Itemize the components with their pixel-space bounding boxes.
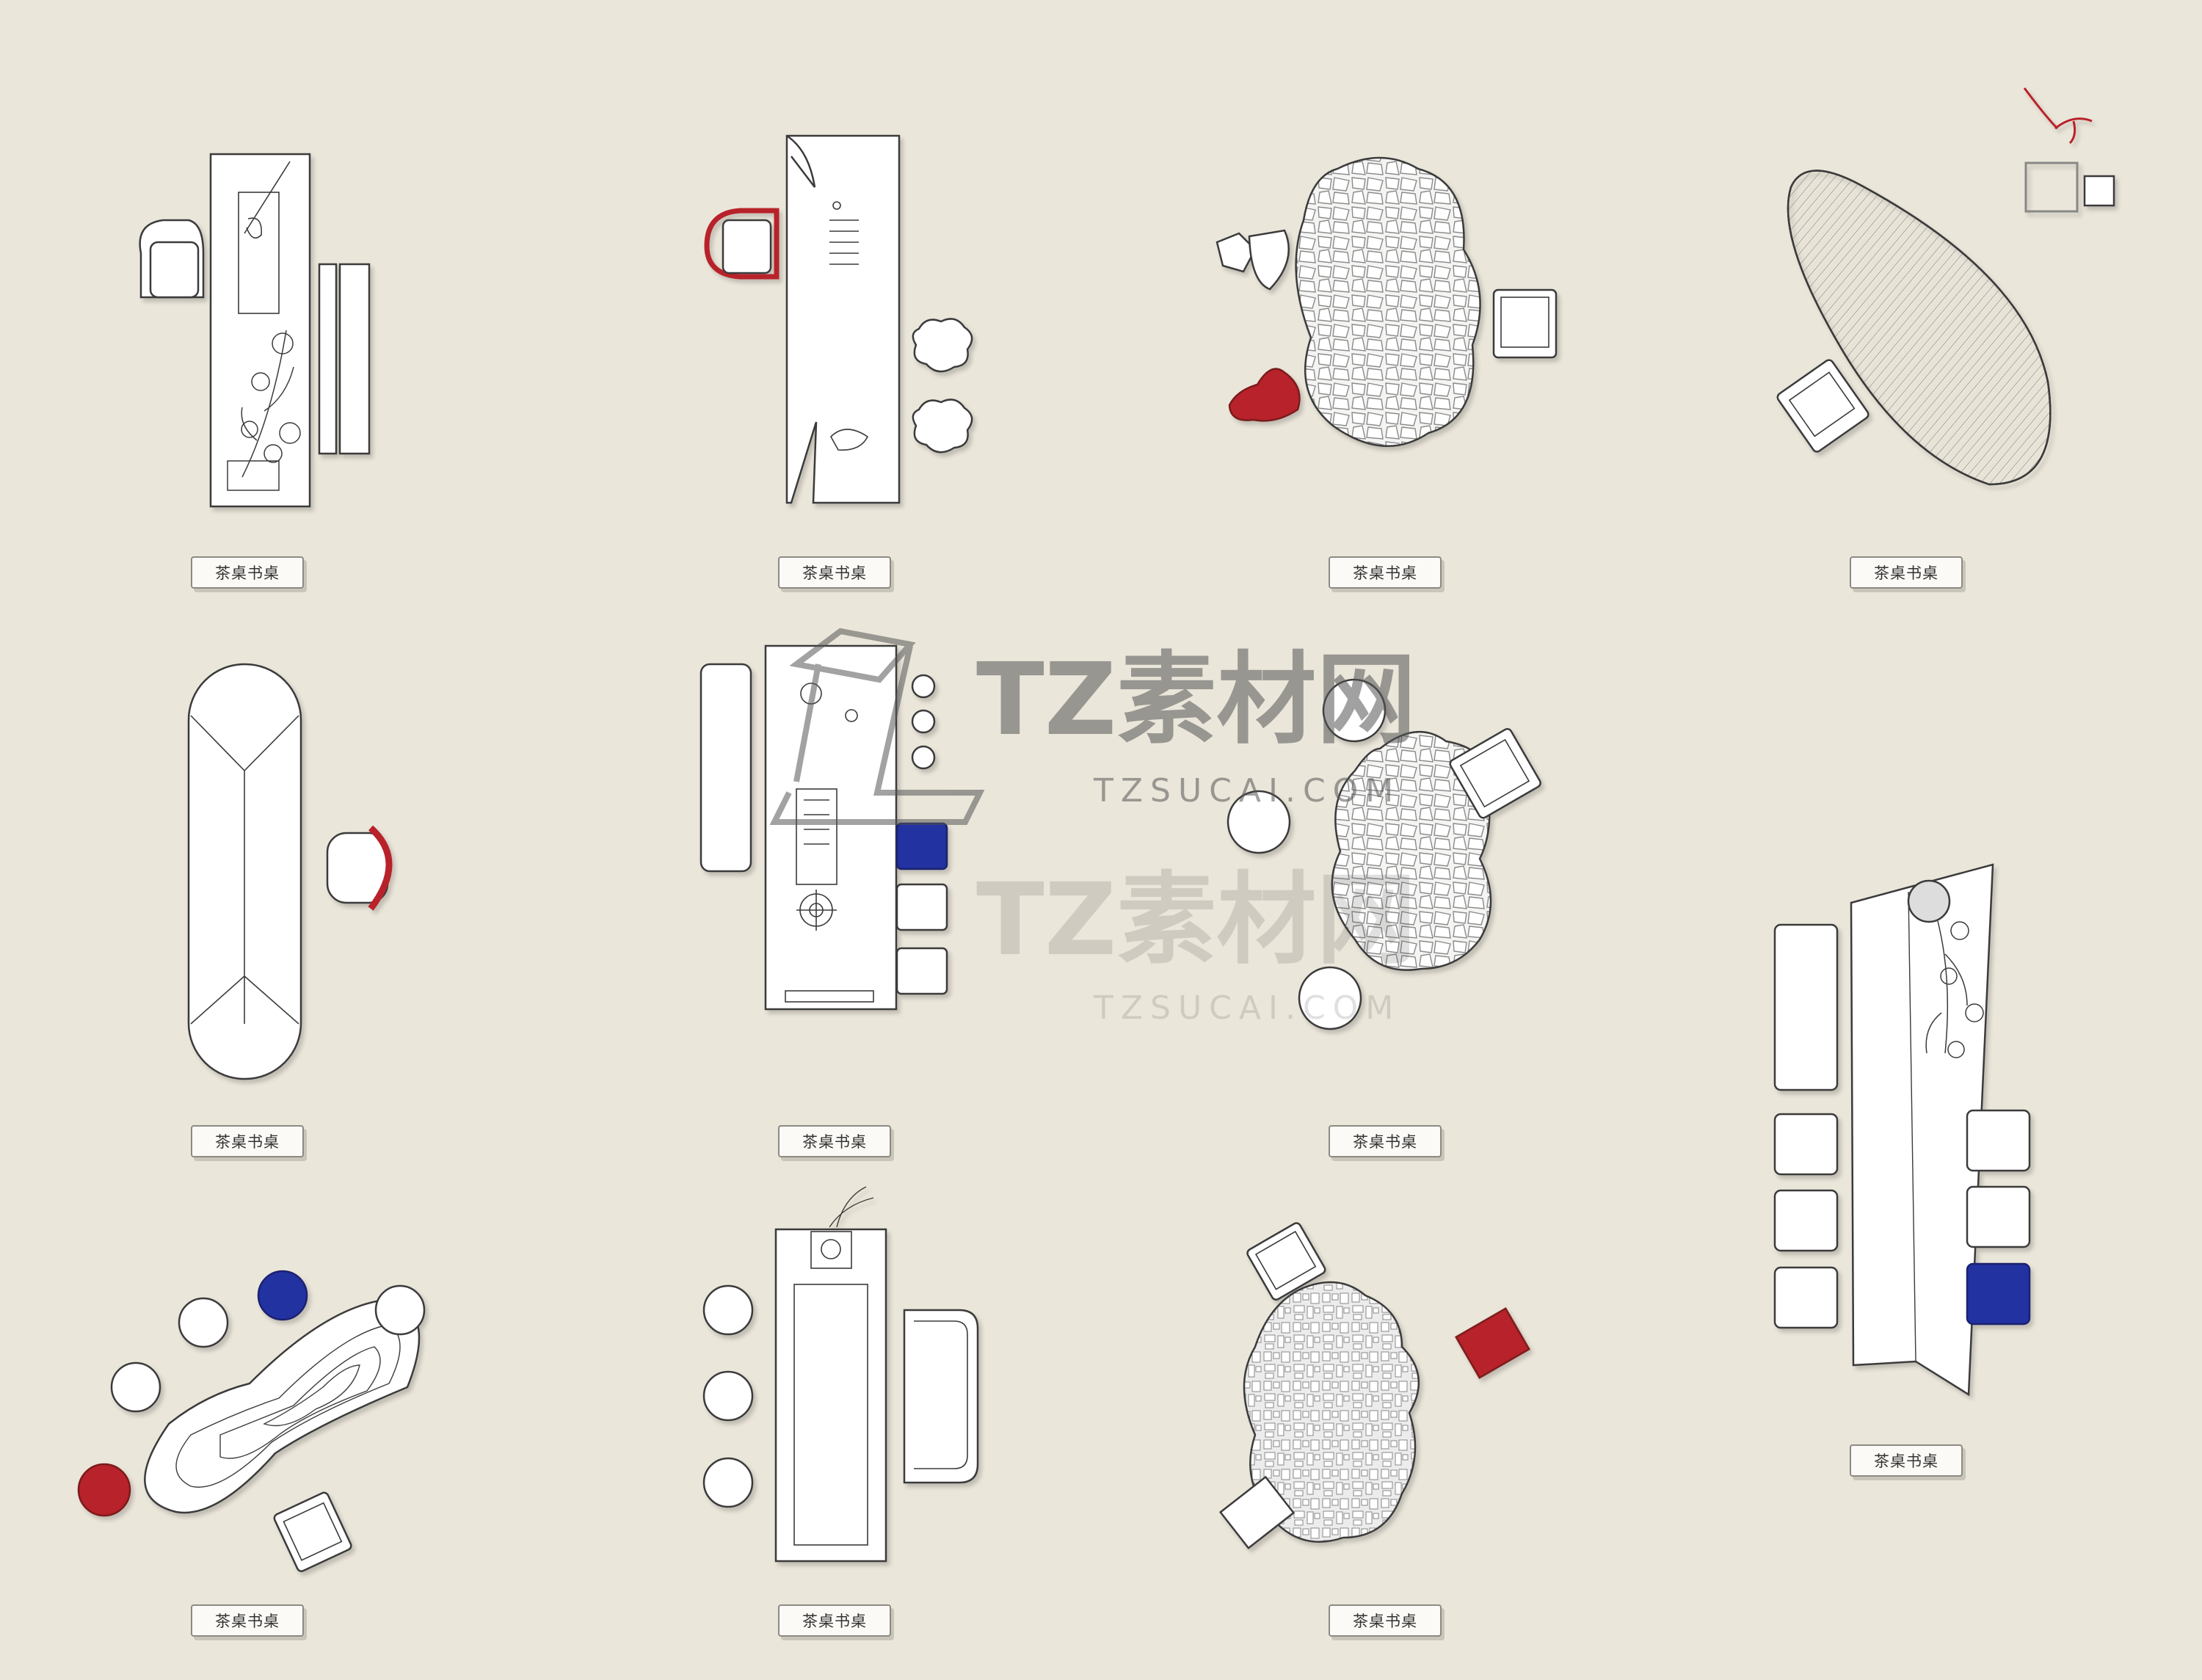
plan-tea-desk bbox=[700, 644, 948, 1011]
watermark-cn: TZ素材网 bbox=[976, 642, 1416, 758]
label-6: 茶桌书桌 bbox=[778, 1125, 891, 1157]
plan-city-table bbox=[1218, 1222, 1530, 1550]
label-9: 茶桌书桌 bbox=[191, 1604, 304, 1637]
plant-illustration-2 bbox=[1925, 920, 1984, 1058]
plan-long-desk bbox=[702, 1186, 979, 1563]
label-1: 茶桌书桌 bbox=[191, 556, 304, 589]
label-3: 茶桌书桌 bbox=[1329, 556, 1442, 589]
plan-stone-table-2 bbox=[1227, 678, 1541, 1030]
label-8: 茶桌书桌 bbox=[1850, 1444, 1963, 1477]
label-10: 茶桌书桌 bbox=[778, 1604, 891, 1637]
watermark-faint: TZ素材网 TZSUCAI.COM bbox=[976, 862, 1416, 1027]
plan-desk-2 bbox=[704, 134, 973, 504]
label-5: 茶桌书桌 bbox=[191, 1125, 304, 1157]
watermark-en: TZSUCAI.COM bbox=[1093, 772, 1400, 810]
watermark: TZ素材网 TZSUCAI.COM bbox=[769, 628, 1416, 825]
label-7: 茶桌书桌 bbox=[1329, 1125, 1442, 1157]
plant-illustration bbox=[227, 330, 301, 491]
plan-stone-table bbox=[1216, 156, 1558, 448]
plan-desk-1 bbox=[139, 153, 371, 508]
watermark-en-faint: TZSUCAI.COM bbox=[1093, 989, 1400, 1027]
plan-oval-table bbox=[1776, 87, 2115, 486]
label-2: 茶桌书桌 bbox=[778, 556, 891, 589]
label-4: 茶桌书桌 bbox=[1850, 556, 1963, 589]
small-chair-sketch bbox=[2023, 87, 2093, 145]
label-11: 茶桌书桌 bbox=[1329, 1604, 1442, 1637]
plan-capsule-table bbox=[187, 663, 393, 1080]
plan-woodgrain-table bbox=[77, 1270, 426, 1572]
watermark-cn-faint: TZ素材网 bbox=[976, 862, 1416, 978]
plan-slanted-table bbox=[1773, 863, 2031, 1397]
